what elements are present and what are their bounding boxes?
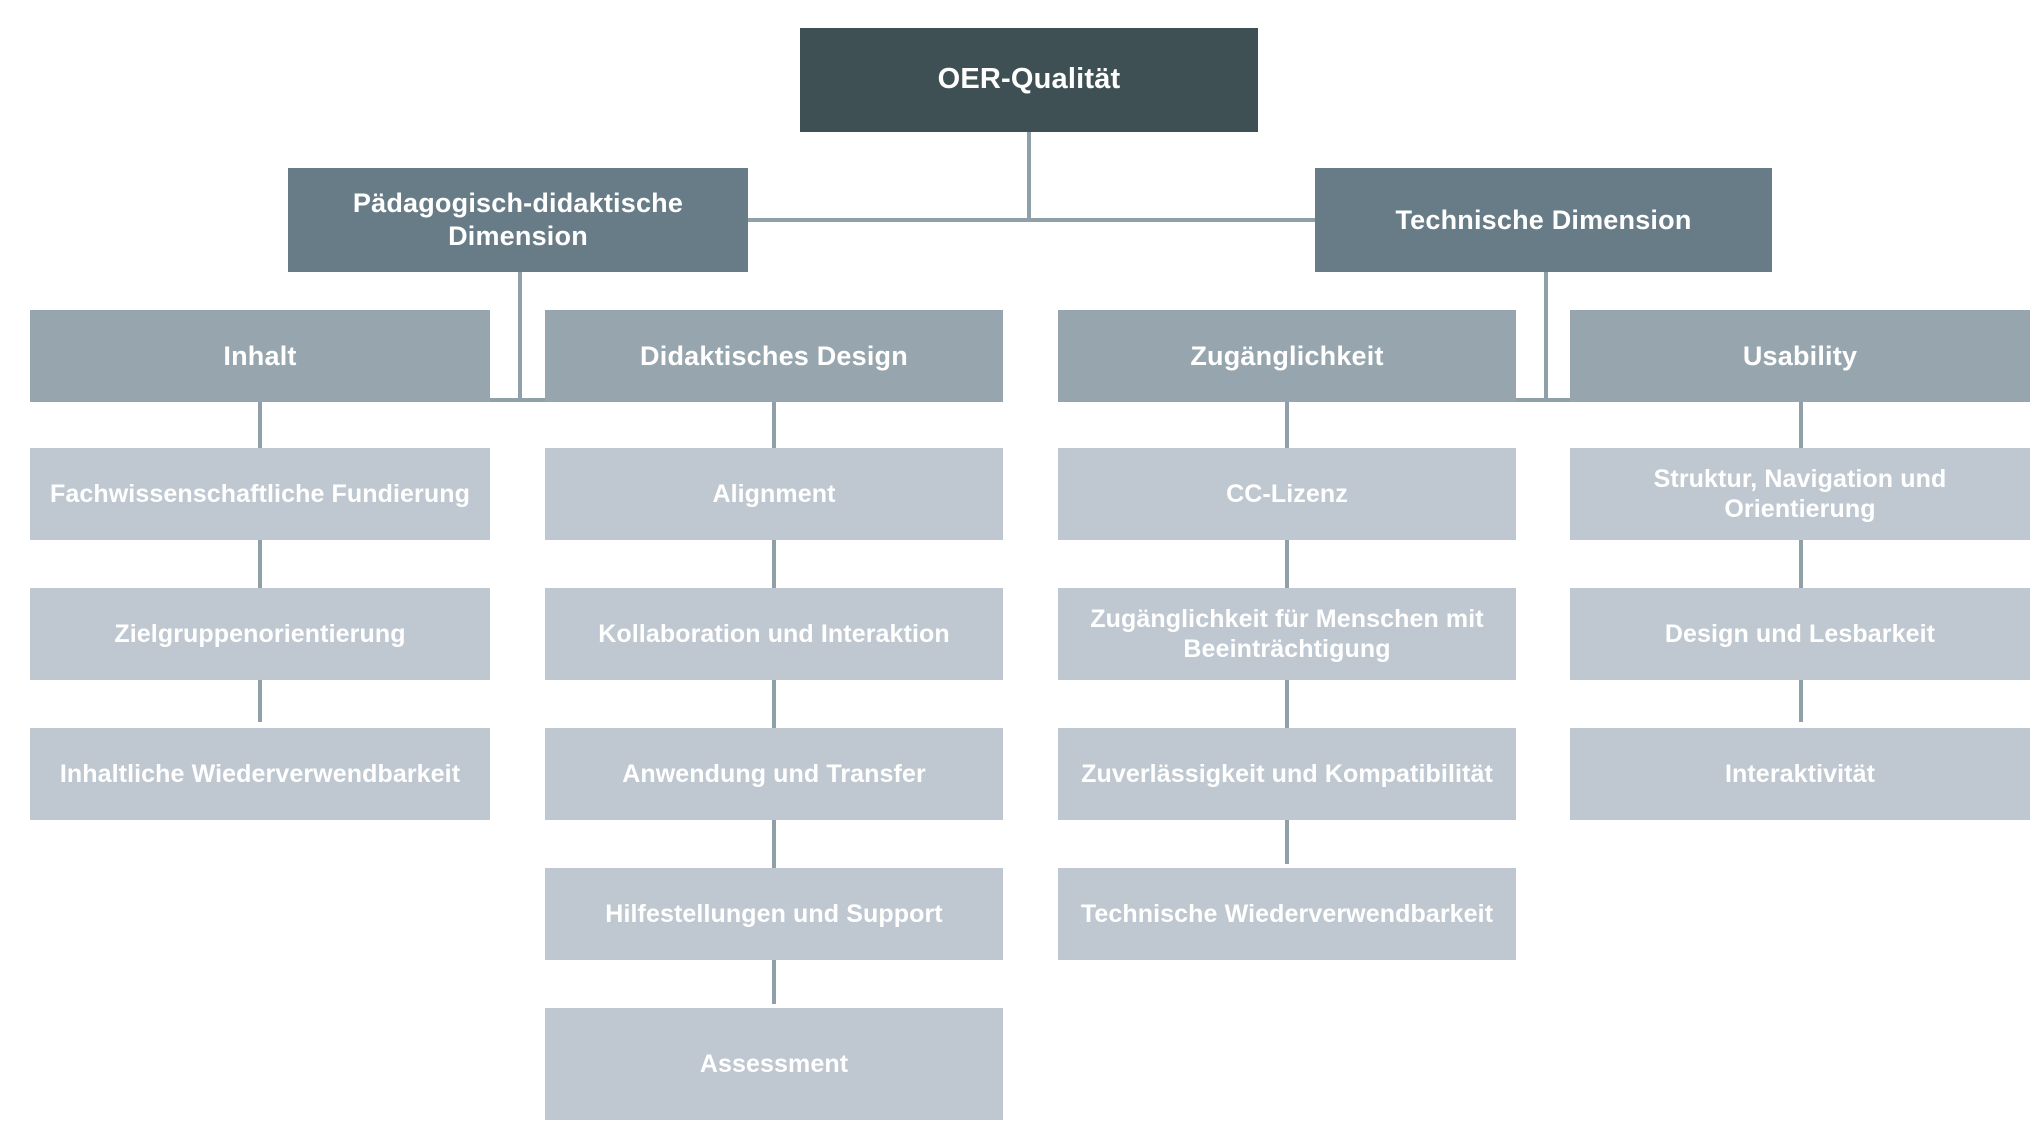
node-criterion-label: CC-Lizenz xyxy=(1226,479,1348,508)
node-dimension-label: Technische Dimension xyxy=(1395,204,1692,235)
connector-spine-didaktisches-design xyxy=(772,402,776,1004)
node-criterion-label: Anwendung und Transfer xyxy=(622,759,926,788)
node-criterion-zuverlaessigkeit-und-kompatibilitaet[interactable]: Zuverlässigkeit und Kompatibilität xyxy=(1058,728,1516,820)
node-criterion-label: Design und Lesbarkeit xyxy=(1664,619,1936,648)
node-criterion-label: Zugänglichkeit für Menschen mit Beeinträ… xyxy=(1090,604,1484,664)
node-criterion-assessment[interactable]: Assessment xyxy=(545,1008,1003,1120)
node-criterion-label: Struktur, Navigation und Orientierung xyxy=(1653,464,1947,524)
node-criterion-hilfestellungen-und-support[interactable]: Hilfestellungen und Support xyxy=(545,868,1003,960)
connector-dimension-bus xyxy=(748,218,1315,222)
connector-dimension-right-stem xyxy=(1544,272,1548,402)
node-criterion-zielgruppenorientierung[interactable]: Zielgruppenorientierung xyxy=(30,588,490,680)
connector-root-stem xyxy=(1027,132,1031,222)
node-dimension-technische[interactable]: Technische Dimension xyxy=(1315,168,1772,272)
node-category-usability[interactable]: Usability xyxy=(1570,310,2030,402)
node-criterion-design-und-lesbarkeit[interactable]: Design und Lesbarkeit xyxy=(1570,588,2030,680)
node-criterion-kollaboration-und-interaktion[interactable]: Kollaboration und Interaktion xyxy=(545,588,1003,680)
node-root-oer-qualitaet[interactable]: OER-Qualität xyxy=(800,28,1258,132)
node-criterion-label: Zuverlässigkeit und Kompatibilität xyxy=(1081,759,1493,788)
node-criterion-anwendung-und-transfer[interactable]: Anwendung und Transfer xyxy=(545,728,1003,820)
node-root-label: OER-Qualität xyxy=(937,63,1121,96)
node-dimension-paedagogisch-didaktische[interactable]: Pädagogisch-didaktische Dimension xyxy=(288,168,748,272)
node-dimension-label: Pädagogisch-didaktische Dimension xyxy=(352,188,684,251)
node-criterion-zugaenglichkeit-beeintraechtigung[interactable]: Zugänglichkeit für Menschen mit Beeinträ… xyxy=(1058,588,1516,680)
node-criterion-struktur-navigation-orientierung[interactable]: Struktur, Navigation und Orientierung xyxy=(1570,448,2030,540)
node-category-inhalt[interactable]: Inhalt xyxy=(30,310,490,402)
node-criterion-label: Fachwissenschaftliche Fundierung xyxy=(50,479,470,508)
node-category-label: Didaktisches Design xyxy=(640,340,908,371)
connector-spine-usability xyxy=(1799,402,1803,722)
node-criterion-label: Technische Wiederverwendbarkeit xyxy=(1080,899,1494,928)
connector-dimension-left-stem xyxy=(518,272,522,402)
node-criterion-interaktivitaet[interactable]: Interaktivität xyxy=(1570,728,2030,820)
connector-spine-inhalt xyxy=(258,402,262,722)
node-criterion-technische-wiederverwendbarkeit[interactable]: Technische Wiederverwendbarkeit xyxy=(1058,868,1516,960)
node-criterion-label: Alignment xyxy=(712,479,836,508)
node-category-label: Inhalt xyxy=(223,340,297,371)
node-criterion-label: Hilfestellungen und Support xyxy=(605,899,943,928)
node-category-label: Usability xyxy=(1742,340,1858,371)
connector-category-bus-left xyxy=(260,398,777,402)
node-category-label: Zugänglichkeit xyxy=(1190,340,1384,371)
node-criterion-label: Interaktivität xyxy=(1724,759,1876,788)
connector-category-bus-right xyxy=(1287,398,1804,402)
node-criterion-label: Inhaltliche Wiederverwendbarkeit xyxy=(59,759,461,788)
node-criterion-fachwissenschaftliche-fundierung[interactable]: Fachwissenschaftliche Fundierung xyxy=(30,448,490,540)
node-criterion-label: Zielgruppenorientierung xyxy=(114,619,406,648)
node-criterion-label: Assessment xyxy=(699,1049,849,1078)
node-criterion-label: Kollaboration und Interaktion xyxy=(598,619,950,648)
node-criterion-cc-lizenz[interactable]: CC-Lizenz xyxy=(1058,448,1516,540)
node-criterion-alignment[interactable]: Alignment xyxy=(545,448,1003,540)
node-criterion-inhaltliche-wiederverwendbarkeit[interactable]: Inhaltliche Wiederverwendbarkeit xyxy=(30,728,490,820)
node-category-zugaenglichkeit[interactable]: Zugänglichkeit xyxy=(1058,310,1516,402)
node-category-didaktisches-design[interactable]: Didaktisches Design xyxy=(545,310,1003,402)
